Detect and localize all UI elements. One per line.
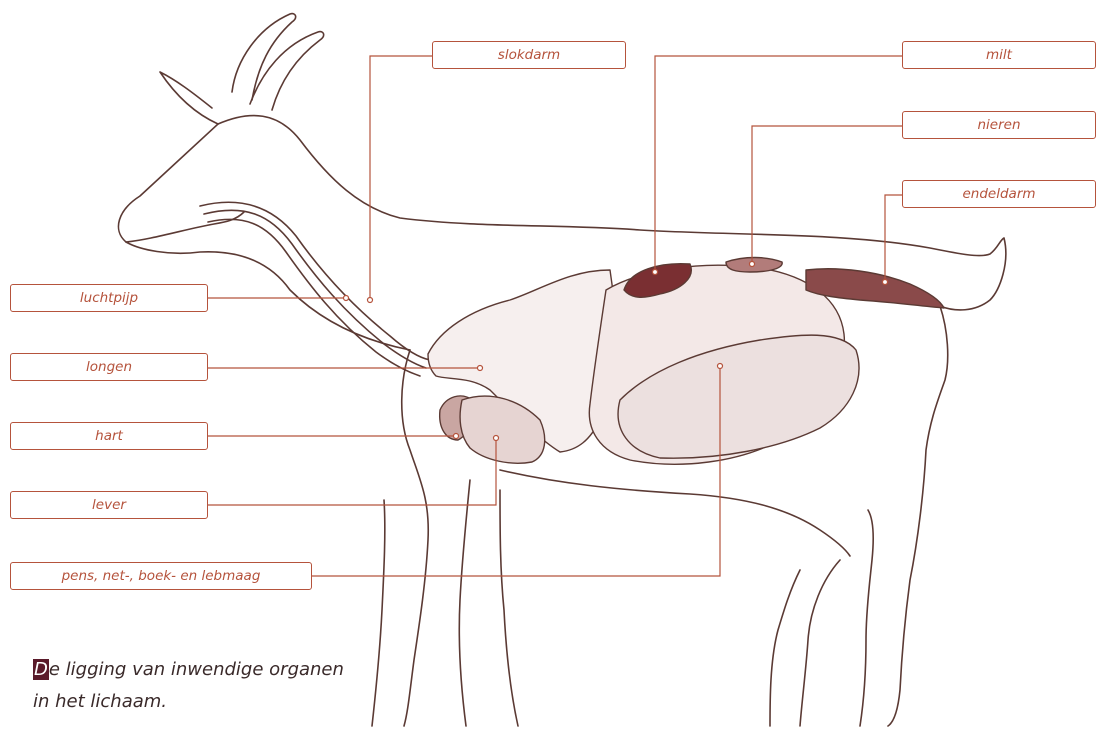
- dot-luchtpijp: [344, 296, 349, 301]
- trachea: [200, 202, 430, 360]
- hind-leg-inner: [800, 560, 840, 726]
- leader-endeldarm: [885, 195, 902, 282]
- mouth: [126, 212, 244, 242]
- hind-leg-front: [860, 510, 873, 726]
- label-slokdarm: slokdarm: [432, 41, 626, 69]
- leader-lever: [208, 438, 496, 505]
- label-nieren: nieren: [902, 111, 1096, 139]
- label-endeldarm: endeldarm: [902, 180, 1096, 208]
- ear: [160, 72, 218, 124]
- dot-longen: [478, 366, 483, 371]
- dot-nieren: [750, 262, 755, 267]
- caption-line1: e ligging van inwendige organen: [49, 659, 344, 680]
- horn-front: [232, 14, 296, 100]
- label-luchtpijp: luchtpijp: [10, 284, 208, 312]
- leader-nieren: [752, 126, 902, 264]
- belly: [500, 470, 850, 556]
- caption-line2: in het lichaam.: [33, 691, 167, 712]
- dot-hart: [454, 434, 459, 439]
- dot-magen: [718, 364, 723, 369]
- label-magen: pens, net-, boek- en lebmaag: [10, 562, 312, 590]
- label-hart: hart: [10, 422, 208, 450]
- chest: [402, 350, 429, 726]
- hind-leg-2: [770, 570, 800, 726]
- label-longen: longen: [10, 353, 208, 381]
- front-leg-3: [500, 490, 518, 726]
- dot-milt: [653, 270, 658, 275]
- dot-slokdarm: [368, 298, 373, 303]
- caption-first-letter: D: [33, 659, 49, 680]
- dot-endeldarm: [883, 280, 888, 285]
- dot-lever: [494, 436, 499, 441]
- leader-slokdarm: [370, 56, 432, 300]
- label-lever: lever: [10, 491, 208, 519]
- oesophagus: [204, 210, 426, 368]
- label-milt: milt: [902, 41, 1096, 69]
- hind-leg-back: [888, 306, 948, 726]
- front-leg-2: [459, 480, 470, 726]
- front-leg-4: [372, 500, 385, 726]
- organs: [428, 258, 944, 465]
- caption: De ligging van inwendige organen in het l…: [33, 654, 344, 718]
- horn-back: [250, 32, 324, 110]
